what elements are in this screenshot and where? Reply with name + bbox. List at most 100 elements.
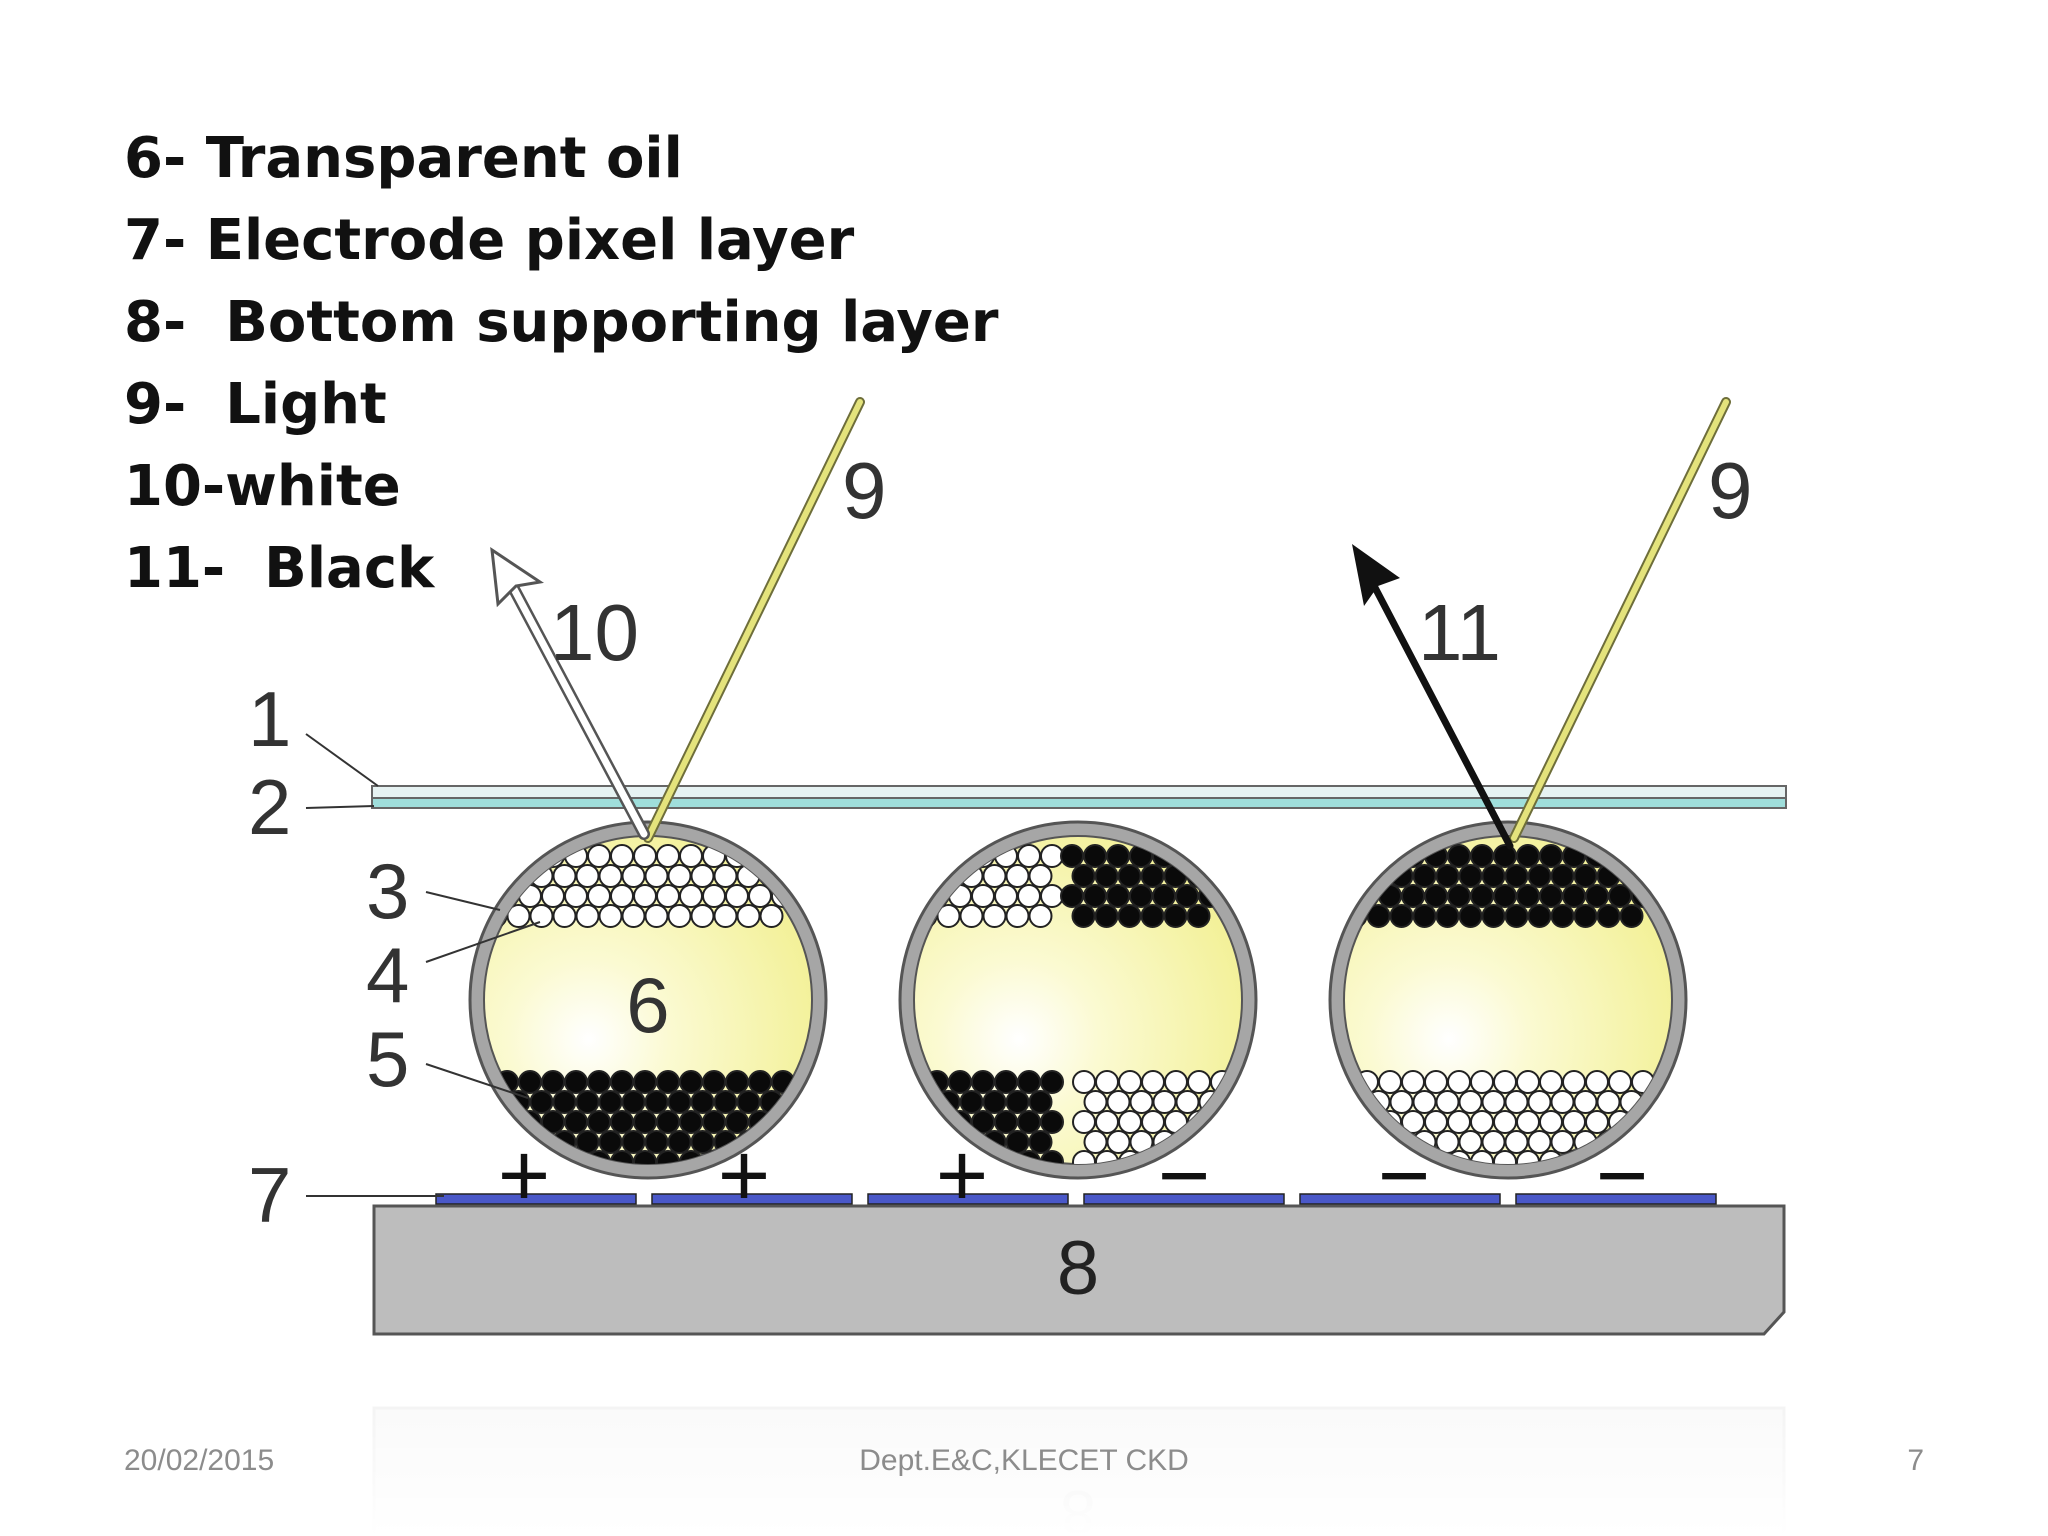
black-particle <box>1447 884 1471 908</box>
label-1: 1 <box>248 675 291 763</box>
black-particle <box>564 1070 588 1094</box>
black-particle <box>1094 904 1119 928</box>
black-particle <box>1573 904 1598 928</box>
white-particle <box>1504 1130 1529 1154</box>
black-particle <box>1071 904 1096 928</box>
black-particle <box>1573 864 1598 888</box>
legend-item-7: 7- Electrode pixel layer <box>124 208 855 273</box>
black-particle <box>994 1110 1018 1134</box>
white-particle <box>1585 1070 1609 1094</box>
white-particle <box>1083 1090 1108 1114</box>
black-particle <box>1562 884 1586 908</box>
black-particle <box>1198 844 1222 868</box>
white-particle <box>644 864 669 888</box>
white-reflection-arrow <box>490 546 650 840</box>
white-particle <box>1344 1150 1356 1164</box>
white-particle <box>748 884 772 908</box>
white-particle <box>1493 1070 1517 1094</box>
white-particle <box>1562 1110 1586 1134</box>
black-particle <box>1412 904 1437 928</box>
white-particle <box>1040 844 1064 868</box>
black-particle <box>1389 904 1414 928</box>
white-particle <box>1152 1090 1177 1114</box>
white-particle <box>1028 864 1053 888</box>
white-particle <box>1516 1110 1540 1134</box>
white-particle <box>1458 1130 1483 1154</box>
white-particle <box>1389 1090 1414 1114</box>
black-particle <box>1028 1090 1053 1114</box>
bottom-substrate <box>372 1204 1786 1336</box>
black-particle <box>994 1070 1018 1094</box>
black-particle <box>1071 864 1096 888</box>
black-particle <box>518 1070 542 1094</box>
black-particle <box>633 1110 657 1134</box>
black-particle <box>1060 884 1084 908</box>
white-particle <box>1527 1130 1552 1154</box>
black-particle <box>1083 884 1107 908</box>
black-particle <box>1152 884 1176 908</box>
black-particle <box>948 1070 972 1094</box>
black-particle <box>1435 864 1460 888</box>
white-particle <box>552 864 577 888</box>
black-particle <box>1516 844 1540 868</box>
black-particle <box>610 1070 634 1094</box>
black-particle <box>914 1110 926 1134</box>
white-particle <box>690 864 715 888</box>
glass-layer-2 <box>371 797 1787 809</box>
white-particle <box>982 904 1007 928</box>
black-particle <box>610 1110 634 1134</box>
black-particle <box>1028 1130 1053 1154</box>
black-particle <box>1435 904 1460 928</box>
white-particle <box>1072 1070 1096 1094</box>
black-particle <box>725 1070 749 1094</box>
white-particle <box>725 884 749 908</box>
white-particle <box>1017 844 1041 868</box>
black-particle <box>1140 864 1165 888</box>
black-particle <box>644 1090 669 1114</box>
white-particle <box>644 904 669 928</box>
white-particle <box>484 864 508 888</box>
white-particle <box>564 884 588 908</box>
black-particle <box>1504 864 1529 888</box>
black-particle <box>1458 904 1483 928</box>
label-4: 4 <box>366 931 409 1019</box>
white-particle <box>1378 1070 1402 1094</box>
black-particle <box>713 1090 738 1114</box>
white-particle <box>679 884 703 908</box>
label-8: 8 <box>1057 1226 1099 1311</box>
white-particle <box>1481 1130 1506 1154</box>
white-particle <box>1447 1110 1471 1134</box>
black-particle <box>621 1130 646 1154</box>
legend-list: 6- Transparent oil 7- Electrode pixel la… <box>124 118 998 610</box>
black-particle <box>1140 904 1165 928</box>
black-particle <box>564 1110 588 1134</box>
black-particle <box>598 1090 623 1114</box>
white-particle <box>1573 1090 1598 1114</box>
black-particle <box>656 1070 680 1094</box>
black-particle <box>1539 884 1563 908</box>
white-particle <box>1344 1130 1368 1154</box>
black-particle <box>1083 844 1107 868</box>
black-particle <box>587 1110 611 1134</box>
black-particle <box>959 1090 984 1114</box>
white-particle <box>1539 1110 1563 1134</box>
white-particle <box>1458 1090 1483 1114</box>
black-particle <box>771 1150 795 1164</box>
white-particle <box>656 844 680 868</box>
black-particle <box>1539 844 1563 868</box>
black-particle <box>1470 844 1494 868</box>
label-3: 3 <box>366 847 409 935</box>
black-reflection-arrow <box>1352 544 1514 850</box>
black-particle <box>1106 844 1130 868</box>
black-particle <box>1117 864 1142 888</box>
label-9-right: 9 <box>1708 446 1753 535</box>
black-particle <box>1619 904 1644 928</box>
white-particle <box>1005 904 1030 928</box>
black-particle <box>1355 844 1379 868</box>
white-particle <box>575 904 600 928</box>
footer-date: 20/02/2015 <box>124 1444 275 1477</box>
white-particle <box>1072 1110 1096 1134</box>
label-6: 6 <box>626 961 669 1049</box>
black-particle <box>1516 884 1540 908</box>
